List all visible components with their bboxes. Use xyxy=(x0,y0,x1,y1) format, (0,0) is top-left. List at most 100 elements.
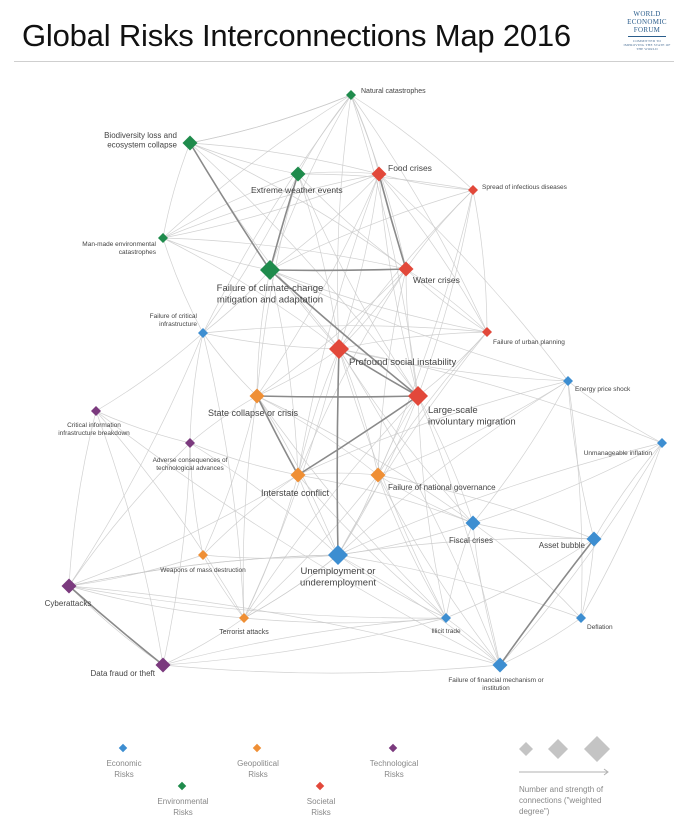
connection-line xyxy=(162,173,299,239)
strong-connection-line xyxy=(338,348,419,397)
connection-line xyxy=(337,474,379,556)
logo-divider xyxy=(628,36,666,37)
connection-line xyxy=(377,189,474,476)
connection-line xyxy=(162,237,271,271)
node-deflation-label: Deflation xyxy=(587,624,613,631)
connection-line xyxy=(377,474,447,619)
connection-line xyxy=(243,474,299,619)
node-extreme-label: Extreme weather events xyxy=(251,185,343,195)
node-critinfra-icon xyxy=(198,328,208,338)
node-state-icon xyxy=(249,388,265,404)
strong-connection-line xyxy=(336,348,340,556)
connection-line xyxy=(95,410,164,666)
connection-line xyxy=(202,554,245,619)
connection-line xyxy=(162,617,447,666)
title-divider xyxy=(14,61,674,62)
node-governance-label: Failure of national governance xyxy=(388,483,496,492)
node-biodiv-icon xyxy=(182,135,198,151)
connection-line xyxy=(472,189,488,333)
connection-line xyxy=(269,269,569,382)
node-governance-icon xyxy=(370,467,386,483)
connection-line xyxy=(567,380,583,619)
connection-line xyxy=(256,269,271,397)
connection-line xyxy=(162,617,245,666)
connection-line xyxy=(162,237,340,350)
node-illicit-icon xyxy=(441,613,451,623)
connection-line xyxy=(243,474,379,619)
connection-line xyxy=(162,664,501,674)
connection-line xyxy=(337,554,447,619)
node-deflation-icon xyxy=(576,613,586,623)
connection-line xyxy=(445,522,474,619)
connection-line xyxy=(417,395,447,619)
connection-line xyxy=(417,395,474,524)
connection-line xyxy=(202,94,352,334)
connection-line xyxy=(256,268,407,397)
connection-line xyxy=(162,173,380,239)
strong-connection-line xyxy=(189,142,271,271)
connection-line xyxy=(297,173,380,476)
strong-connection-line xyxy=(256,395,299,476)
connection-line xyxy=(202,474,299,556)
connection-line xyxy=(378,173,569,382)
connection-line xyxy=(297,173,419,397)
connection-line xyxy=(162,94,352,239)
page-title: Global Risks Interconnections Map 2016 xyxy=(22,18,571,53)
connection-line xyxy=(95,410,501,666)
connection-line xyxy=(350,94,407,270)
connection-line xyxy=(472,522,501,666)
connection-line xyxy=(377,380,569,476)
connection-line xyxy=(202,395,258,556)
connection-line xyxy=(202,332,340,350)
connection-line xyxy=(378,173,419,397)
connection-line xyxy=(472,442,663,524)
node-cyber-label: Cyberattacks xyxy=(45,599,92,608)
connection-line xyxy=(377,474,595,540)
node-infect-icon xyxy=(468,185,478,195)
connection-line xyxy=(269,94,352,271)
strength-small-icon xyxy=(519,742,533,756)
strong-connection-line xyxy=(378,173,407,270)
connection-line xyxy=(580,538,595,619)
connection-line xyxy=(269,269,299,476)
connection-line xyxy=(202,332,258,397)
connection-line xyxy=(337,537,595,556)
connection-line xyxy=(243,395,419,619)
connection-line xyxy=(499,442,663,666)
node-illicit-label: Illicit trade xyxy=(431,628,461,635)
strong-connection-line xyxy=(297,395,419,476)
connection-line xyxy=(297,171,380,175)
connection-line xyxy=(350,94,380,175)
connection-line xyxy=(68,474,299,587)
connection-line xyxy=(472,380,569,524)
connection-line xyxy=(243,348,340,619)
risk-nodes xyxy=(61,90,667,673)
strong-connection-line xyxy=(269,173,299,271)
node-terror-icon xyxy=(239,613,249,623)
connection-line xyxy=(189,94,352,144)
connection-line xyxy=(68,585,164,666)
connection-line xyxy=(337,442,663,556)
node-social-label: Profound social instability xyxy=(349,357,456,368)
node-finmech-icon xyxy=(492,657,508,673)
connection-line xyxy=(377,268,407,476)
connection-line xyxy=(338,268,407,350)
connection-line xyxy=(378,173,474,191)
connection-line xyxy=(162,173,380,239)
connection-line xyxy=(269,269,488,333)
connection-line xyxy=(593,442,663,540)
node-bubble-icon xyxy=(586,531,602,547)
connection-line xyxy=(337,331,488,556)
connection-line xyxy=(162,237,204,334)
node-wmd-icon xyxy=(198,550,208,560)
connection-line xyxy=(417,189,474,397)
